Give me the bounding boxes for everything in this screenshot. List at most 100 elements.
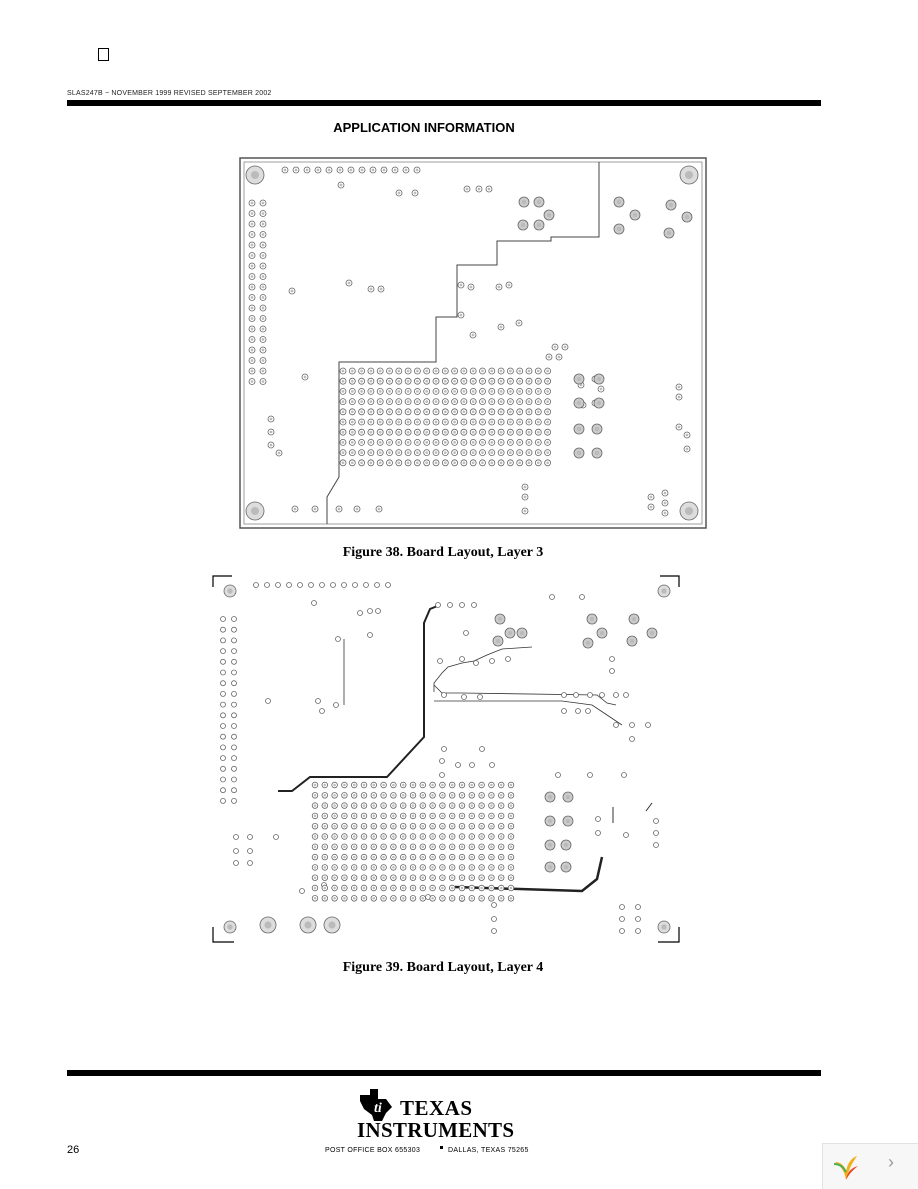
pcb-pad: [367, 632, 373, 638]
pcb-pad-hole: [546, 369, 549, 373]
pcb-pad-hole: [462, 420, 466, 424]
pcb-pad-hole: [453, 461, 456, 465]
pcb-pad-hole: [382, 168, 386, 172]
pcb-pad-hole: [434, 369, 438, 373]
pcb-pad-hole: [536, 451, 540, 454]
pcb-pad-hole: [397, 410, 401, 414]
pcb-pad-hole: [369, 430, 373, 434]
pcb-pad-hole: [382, 855, 385, 859]
pcb-pad-hole: [443, 430, 447, 434]
pcb-pad-hole: [350, 400, 354, 403]
pcb-pad-hole: [481, 379, 484, 383]
pcb-pad: [585, 708, 591, 714]
pcb-pad-hole: [406, 451, 410, 454]
pcb-pad-hole: [546, 390, 549, 393]
pcb-pad-hole: [480, 845, 483, 849]
pcb-pad: [561, 692, 567, 698]
pcb-pad-hole: [450, 866, 454, 869]
pcb-pad-hole: [406, 400, 410, 403]
pcb-pad-hole: [250, 285, 254, 289]
pcb-pad-hole: [441, 824, 444, 828]
pcb-pad-hole: [527, 420, 531, 424]
pcb-pad-hole: [341, 379, 345, 383]
pcb-pad-hole: [425, 390, 429, 393]
pcb-pad: [220, 691, 226, 697]
pcb-pad-hole: [453, 430, 456, 434]
pcb-pad-hole: [333, 876, 336, 879]
pcb-pad-hole: [406, 430, 410, 434]
pcb-pad: [220, 787, 226, 794]
address-city: DALLAS, TEXAS 75265: [448, 1147, 529, 1154]
pcb-pad-hole: [663, 491, 667, 495]
pcb-pad-hole: [546, 420, 549, 424]
pcb-pad-hole: [250, 233, 254, 236]
pcb-pad-hole: [343, 804, 346, 807]
pcb-pad: [220, 637, 226, 644]
pcb-pad-hole: [382, 886, 385, 890]
viewer-badge[interactable]: [822, 1143, 918, 1189]
pcb-pad-hole: [434, 410, 438, 414]
pcb-pad-hole: [416, 420, 419, 424]
pcb-pad-hole: [416, 451, 419, 454]
pcb-pad-hole: [490, 824, 493, 828]
pcb-pad-hole: [401, 783, 405, 787]
pcb-pad-hole: [378, 451, 382, 454]
pcb-pad-hole: [305, 168, 309, 172]
pcb-pad-hole: [495, 638, 501, 644]
pcb-pad-hole: [382, 897, 385, 900]
pcb-pad-hole: [333, 845, 336, 849]
pcb-pad-hole: [372, 845, 376, 849]
company-name-line1: TEXAS: [400, 1096, 473, 1120]
pcb-pad-hole: [471, 379, 475, 383]
pcb-pad-hole: [481, 441, 484, 444]
pcb-pad-hole: [323, 835, 327, 838]
pcb-pad-hole: [425, 461, 429, 465]
pcb-pad: [220, 701, 226, 708]
pcb-pad-hole: [401, 794, 405, 797]
pcb-pad-hole: [416, 410, 419, 414]
pcb-pad-hole: [443, 420, 447, 424]
pcb-pad-hole: [487, 187, 491, 191]
pcb-pad-hole: [313, 783, 317, 787]
pcb-pad-hole: [443, 441, 447, 444]
pcb-pad-hole: [546, 410, 549, 414]
pcb-pad-hole: [415, 168, 419, 172]
pcb-pad: [623, 832, 629, 838]
pcb-pad-hole: [661, 924, 667, 930]
pcb-pad: [319, 708, 325, 714]
pcb-pad-hole: [462, 400, 466, 403]
pcb-pad-hole: [425, 379, 429, 383]
pcb-pad-hole: [684, 506, 694, 516]
pcb-pad: [439, 758, 445, 764]
pcb-pad-hole: [378, 390, 382, 393]
pcb-pad-hole: [490, 369, 494, 373]
pcb-pad-hole: [392, 876, 395, 879]
pcb-pad-hole: [565, 818, 571, 824]
pcb-pad: [308, 582, 314, 588]
pcb-pad-hole: [462, 410, 466, 414]
pcb-pad-hole: [304, 921, 312, 929]
pcb-pad-hole: [536, 222, 542, 228]
pcb-pad-hole: [313, 824, 317, 828]
pcb-pad-hole: [421, 794, 425, 797]
pcb-pad-hole: [372, 866, 376, 869]
pcb-pad-hole: [431, 804, 434, 807]
pcb-pad: [231, 733, 237, 740]
pcb-pad-hole: [401, 886, 405, 890]
pcb-pad-hole: [453, 390, 456, 393]
pcb-pad-hole: [406, 420, 410, 424]
svg-text:ti: ti: [374, 1101, 382, 1116]
pcb-pad-hole: [563, 842, 569, 848]
pcb-pad-hole: [425, 451, 429, 454]
pcb-pad: [330, 582, 336, 588]
chevron-right-icon[interactable]: ›: [888, 1152, 894, 1172]
pcb-pad: [220, 669, 226, 676]
pcb-pad: [375, 608, 381, 614]
pcb-pad-hole: [481, 420, 484, 424]
pcb-pad-hole: [341, 369, 345, 373]
pcb-pad-hole: [401, 876, 405, 879]
pcb-pad-hole: [350, 379, 354, 383]
pcb-pad: [439, 772, 445, 778]
pcb-pad-hole: [441, 794, 444, 797]
pcb-pad-hole: [352, 824, 356, 828]
